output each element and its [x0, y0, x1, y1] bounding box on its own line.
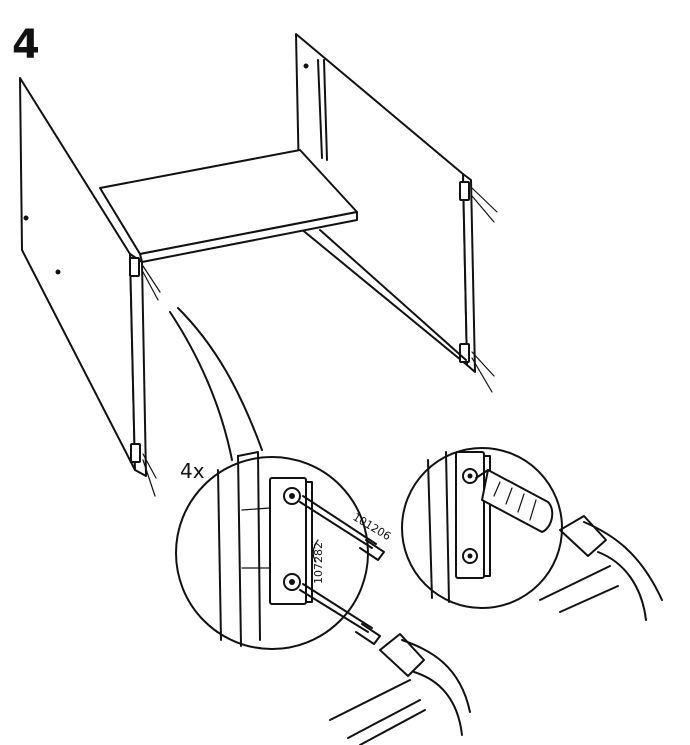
fitting-part-number: 107282: [312, 542, 325, 584]
cam-hole-icon: [303, 63, 309, 69]
shelf-panel: [99, 149, 467, 361]
nail-upper: [299, 495, 385, 561]
nail-punch-icon: [475, 469, 554, 533]
nail-lower: [299, 583, 381, 645]
quantity-label: 4x: [180, 459, 205, 483]
fitting-bottom-left: [130, 443, 141, 463]
hammer-icon: [329, 633, 471, 745]
left-side-panel: [19, 77, 161, 497]
cabinet-assembly: [19, 33, 498, 497]
cam-hole-icon: [23, 215, 29, 221]
detail-callout-nailing: 4x 101206 107282: [169, 307, 471, 745]
cam-hole-icon: [55, 269, 61, 275]
detail-callout-hammering: [401, 447, 663, 621]
step-number: 4: [12, 22, 40, 68]
fitting-top-left: [129, 257, 140, 277]
fitting-top-right: [459, 181, 470, 201]
hammer-icon: [539, 515, 663, 621]
right-side-panel: [295, 33, 498, 393]
